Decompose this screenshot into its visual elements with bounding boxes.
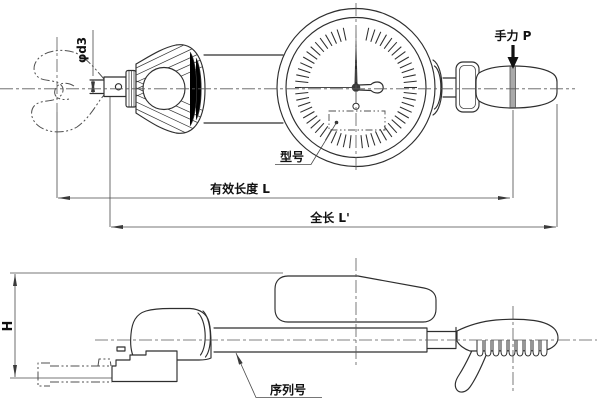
height-dimension: H (1, 272, 283, 379)
grip-ribs (476, 340, 548, 357)
model-plate (328, 110, 386, 131)
side-view: H 序列号 (1, 272, 559, 398)
phi-d3-label: φd3 (75, 37, 89, 63)
model-label: 型号 (280, 149, 304, 164)
hand-force-callout: 手力 P (495, 28, 532, 69)
handle-assembly (432, 59, 558, 116)
serial-callout: 序列号 (235, 352, 322, 398)
serial-leader (235, 352, 322, 398)
overall-length-label: 全长 L' (309, 210, 350, 225)
centerlines (0, 3, 597, 394)
head-flange-arcs (197, 310, 211, 358)
height-label: H (1, 321, 16, 332)
side-open-end-phantom (37, 358, 112, 387)
drive-pin-hole (114, 83, 123, 91)
effective-length-label: 有效长度 L (210, 181, 270, 196)
model-callout: 型号 (275, 122, 337, 165)
handle-neck (442, 77, 458, 98)
side-narrow-tube (426, 326, 457, 350)
hand-force-label: 手力 P (495, 28, 532, 43)
load-point-mark (509, 66, 516, 108)
dial-ticks (295, 27, 417, 149)
open-end-head-phantom (31, 49, 105, 133)
handle-barrel (475, 65, 558, 109)
dial-right-boss (432, 59, 443, 116)
model-leader (275, 122, 337, 165)
square-drive (89, 76, 127, 98)
bracket-knob (116, 346, 126, 352)
hand-force-arrow (507, 45, 519, 69)
side-head (130, 307, 212, 361)
shaft-tube (203, 54, 284, 124)
dial-housing (274, 275, 437, 323)
phi-d3-dimension: φd3 (75, 30, 95, 94)
side-head-dome (130, 307, 212, 361)
length-dimensions: 有效长度 L 全长 L' (56, 37, 558, 229)
serial-label: 序列号 (270, 382, 306, 397)
side-drive-bracket (111, 346, 178, 383)
